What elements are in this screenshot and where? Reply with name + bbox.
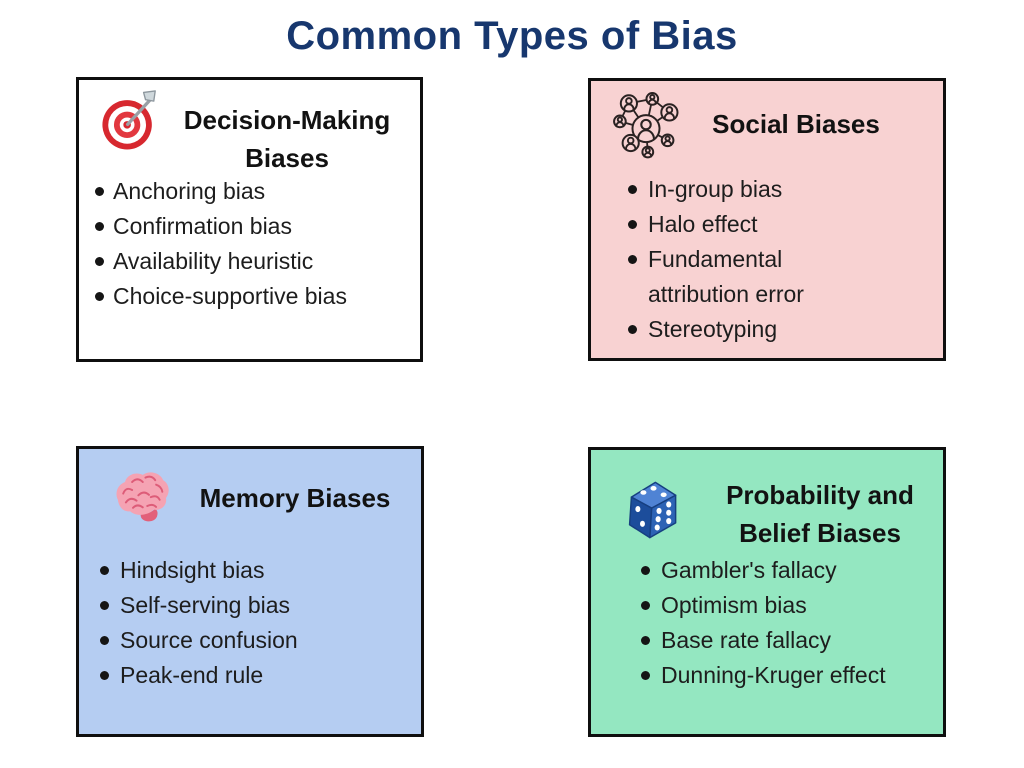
card-probability-belief-biases: Probability and Belief Biases Gambler's … <box>588 447 946 737</box>
list-item: Stereotyping <box>628 312 878 347</box>
list-item: Halo effect <box>628 207 878 242</box>
card-title: Memory Biases <box>199 483 391 513</box>
card-decision-making-biases: Decision-Making Biases Anchoring bias Co… <box>76 77 423 362</box>
social-network-icon <box>610 89 682 161</box>
list-item: In-group bias <box>628 172 878 207</box>
target-icon <box>100 89 162 151</box>
card-memory-content: Memory Biases Hindsight bias Self-servin… <box>79 449 421 734</box>
brain-icon <box>109 469 173 527</box>
list-item: Optimism bias <box>641 588 943 623</box>
list-item: Base rate fallacy <box>641 623 943 658</box>
list-item: Source confusion <box>100 623 421 658</box>
card-title: Decision-Making Biases <box>183 105 391 173</box>
bias-list: Gambler's fallacy Optimism bias Base rat… <box>591 553 943 693</box>
bias-list: Hindsight bias Self-serving bias Source … <box>79 553 421 693</box>
card-social-content: Social Biases In-group bias Halo effect … <box>591 81 943 358</box>
list-item: Fundamental attribution error <box>628 242 878 312</box>
list-item: Hindsight bias <box>100 553 421 588</box>
list-item: Choice-supportive bias <box>95 279 420 314</box>
list-item: Dunning-Kruger effect <box>641 658 943 693</box>
card-memory-biases: Memory Biases Hindsight bias Self-servin… <box>76 446 424 737</box>
dice-icon <box>613 475 683 545</box>
list-item: Self-serving bias <box>100 588 421 623</box>
card-title: Probability and Belief Biases <box>726 480 914 548</box>
page-title: Common Types of Bias <box>286 14 738 58</box>
bias-list: In-group bias Halo effect Fundamental at… <box>591 172 943 347</box>
bias-list: Anchoring bias Confirmation bias Availab… <box>79 174 420 314</box>
list-item: Anchoring bias <box>95 174 420 209</box>
list-item: Confirmation bias <box>95 209 420 244</box>
card-probability-content: Probability and Belief Biases Gambler's … <box>591 450 943 734</box>
card-social-biases: Social Biases In-group bias Halo effect … <box>588 78 946 361</box>
card-title: Social Biases <box>712 109 880 139</box>
list-item: Gambler's fallacy <box>641 553 943 588</box>
list-item: Peak-end rule <box>100 658 421 693</box>
list-item: Availability heuristic <box>95 244 420 279</box>
card-decision-content: Decision-Making Biases Anchoring bias Co… <box>79 80 420 359</box>
